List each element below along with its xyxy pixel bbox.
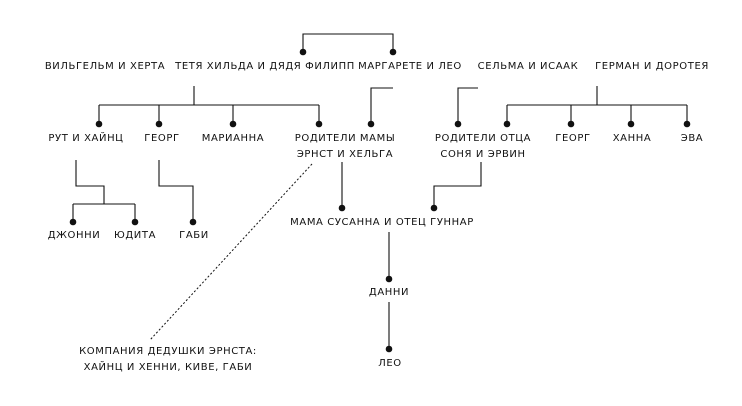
node-dot: [315, 120, 323, 128]
label-hanna: ХАННА: [613, 133, 652, 144]
label-ernst-helga: ЭРНСТ И ХЕЛЬГА: [297, 149, 393, 160]
node-dot: [430, 204, 438, 212]
label-ruth-heinz: РУТ И ХАЙНЦ: [48, 131, 123, 144]
node-dot: [95, 120, 103, 128]
node-dot: [229, 120, 237, 128]
connector-top-siblings: [302, 33, 394, 52]
connector-wilhelm-herta-children: [98, 86, 320, 124]
label-sonya-erwin: СОНЯ И ЭРВИН: [440, 149, 525, 160]
node-dot: [69, 218, 77, 226]
label-georg-left: ГЕОРГ: [144, 133, 179, 144]
connector-ruth-heinz-children: [72, 160, 136, 222]
node-dot: [389, 48, 397, 56]
node-dot: [385, 345, 393, 353]
node-dot: [503, 120, 511, 128]
node-dot: [189, 218, 197, 226]
label-johnny: ДЖОННИ: [48, 230, 101, 241]
node-dot: [338, 204, 346, 212]
label-margarete-leo: МАРГАРЕТЕ И ЛЕО: [358, 61, 462, 72]
node-dot: [385, 275, 393, 283]
note-company-line-2: ХАЙНЦ И ХЕННИ, КИВЕ, ГАБИ: [84, 360, 253, 373]
tree-dots: [69, 48, 691, 353]
connector-selma-isaak-to-sonya: [457, 87, 478, 124]
label-father-parents: РОДИТЕЛИ ОТЦА: [435, 133, 531, 144]
label-hilda-philipp: ТЕТЯ ХИЛЬДА И ДЯДЯ ФИЛИПП: [174, 61, 355, 72]
note-company-line-1: КОМПАНИЯ ДЕДУШКИ ЭРНСТА:: [79, 346, 257, 357]
label-danni: ДАННИ: [369, 287, 409, 298]
label-selma-isaak: СЕЛЬМА И ИСААК: [478, 61, 579, 72]
tree-connectors: [72, 33, 688, 349]
node-dot: [367, 120, 375, 128]
node-dot: [627, 120, 635, 128]
node-dot: [155, 120, 163, 128]
label-leo: ЛЕО: [378, 358, 402, 369]
label-parents: МАМА СУСАННА И ОТЕЦ ГУННАР: [290, 217, 474, 228]
label-marianna: МАРИАННА: [202, 133, 265, 144]
label-wilhelm-herta: ВИЛЬГЕЛЬМ И ХЕРТА: [45, 61, 165, 72]
node-dot: [683, 120, 691, 128]
label-georg-right: ГЕОРГ: [555, 133, 590, 144]
label-german-dorotea: ГЕРМАН И ДОРОТЕЯ: [595, 61, 709, 72]
node-dot: [299, 48, 307, 56]
connector-german-dorotea-children: [506, 86, 688, 124]
label-mother-parents: РОДИТЕЛИ МАМЫ: [295, 133, 396, 144]
node-dot: [131, 218, 139, 226]
connector-margarete-leo-to-ernst: [370, 87, 393, 124]
connector-sonya-to-gunnar: [433, 162, 482, 208]
label-eva: ЭВА: [681, 133, 703, 144]
connector-georg-to-gabi: [158, 160, 194, 222]
label-judita: ЮДИТА: [114, 230, 156, 241]
node-dot: [567, 120, 575, 128]
tree-labels: ВИЛЬГЕЛЬМ И ХЕРТА ТЕТЯ ХИЛЬДА И ДЯДЯ ФИЛ…: [45, 61, 709, 373]
label-gabi: ГАБИ: [179, 230, 209, 241]
connector-dotted-note: [149, 163, 313, 341]
node-dot: [454, 120, 462, 128]
